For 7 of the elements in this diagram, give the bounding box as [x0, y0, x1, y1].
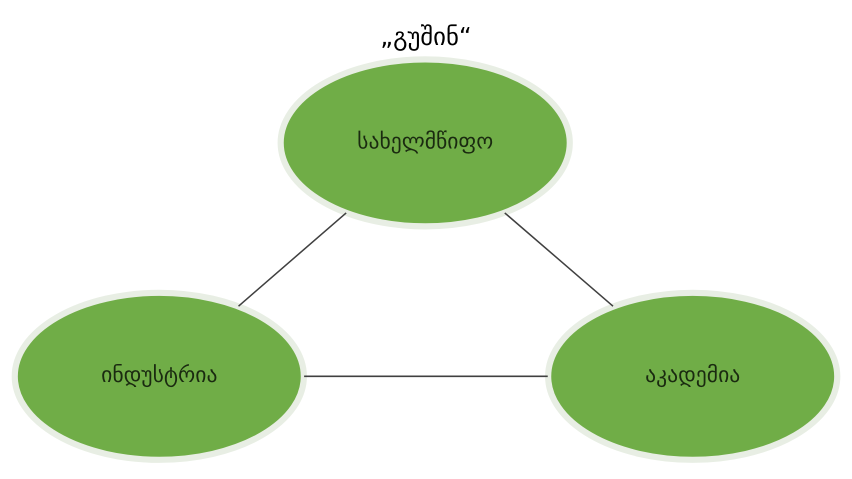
connector: [304, 376, 548, 378]
node-ellipse: სახელმწიფო: [278, 56, 573, 230]
connector: [504, 212, 614, 307]
node-ellipse: ინდუსტრია: [12, 290, 307, 463]
connector: [238, 212, 347, 307]
diagram-title: „გუშინ“: [380, 22, 472, 52]
node-ellipse: აკადემია: [545, 290, 840, 463]
